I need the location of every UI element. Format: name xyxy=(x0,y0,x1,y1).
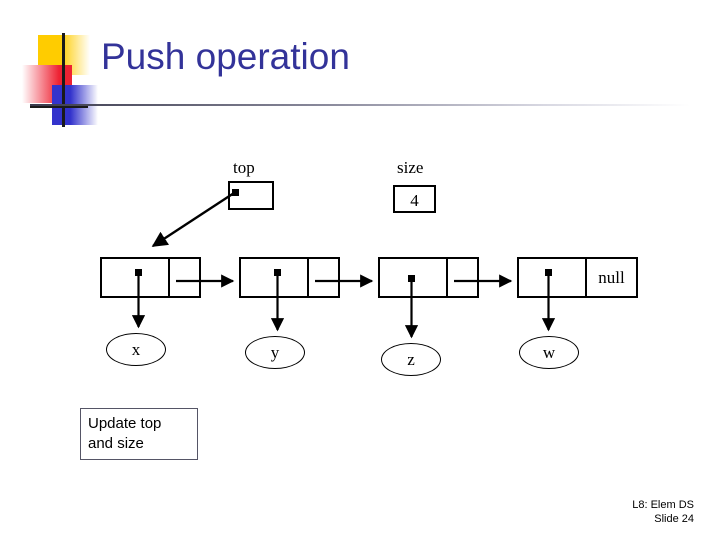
node-4-value: w xyxy=(542,342,556,362)
node-2-data-dot xyxy=(274,269,281,276)
node-4-null-label: null xyxy=(598,268,625,287)
node-2-value-ellipse: y xyxy=(245,336,305,369)
title-divider xyxy=(30,104,690,106)
node-1-value-ellipse: x xyxy=(106,333,166,366)
node-3-next-cell xyxy=(446,257,479,298)
node-1-value: x xyxy=(131,339,141,359)
node-2-next-cell xyxy=(307,257,340,298)
size-variable-value: 4 xyxy=(410,191,419,210)
node-2-value: y xyxy=(270,342,280,362)
note-line-1: Update top xyxy=(88,415,162,432)
footer-slide-number: Slide 24 xyxy=(654,513,694,525)
top-pointer-dot xyxy=(232,189,239,196)
size-variable-box: 4 xyxy=(393,185,436,213)
node-3-value: z xyxy=(407,349,415,369)
node-4-value-ellipse: w xyxy=(519,336,579,369)
node-3-value-ellipse: z xyxy=(381,343,441,376)
logo-vertical-line xyxy=(62,33,65,127)
node-2-data-cell xyxy=(239,257,309,298)
node-1-data-dot xyxy=(135,269,142,276)
node-4-data-cell xyxy=(517,257,587,298)
note-line-2: and size xyxy=(88,435,144,452)
node-3-data-dot xyxy=(408,275,415,282)
note-box: Update top and size xyxy=(80,408,198,460)
page-title: Push operation xyxy=(101,36,350,77)
footer-lecture: L8: Elem DS xyxy=(632,499,694,511)
logo-horizontal-line xyxy=(30,105,88,108)
top-variable-label: top xyxy=(233,158,255,177)
slide-footer: L8: Elem DS Slide 24 xyxy=(632,498,694,526)
size-variable-label: size xyxy=(397,158,424,177)
node-1-next-cell xyxy=(168,257,201,298)
node-1-data-cell xyxy=(100,257,170,298)
node-4-data-dot xyxy=(545,269,552,276)
node-4-next-cell: null xyxy=(585,257,638,298)
